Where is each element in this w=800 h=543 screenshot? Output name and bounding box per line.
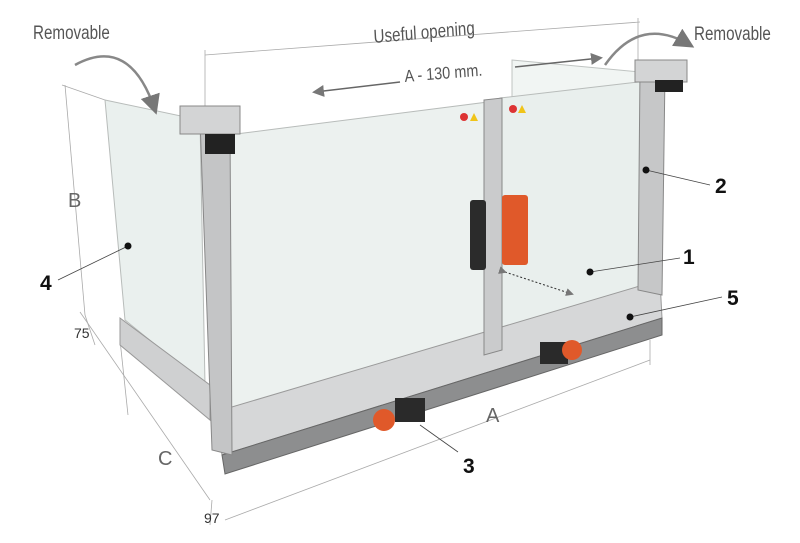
dimension-b: B [68,190,82,212]
interlock-icon [502,195,528,265]
left-post-clamp [205,134,235,154]
dimension-75: 75 [74,325,90,341]
callout-4: 4 [40,272,52,295]
dimension-97: 97 [204,510,220,526]
removable-arrow-right [603,28,695,66]
removable-right-label: Removable [694,24,771,45]
callout-dot [124,242,132,250]
caster-wheel-icon [540,340,582,364]
left-bottom-rail [119,317,211,422]
dimension-c: C [158,448,173,470]
handle-icon [470,200,486,270]
opening-arrow-left [312,81,401,97]
callout-1: 1 [683,246,695,269]
right-post-clamp [655,80,683,92]
opening-arrow-right [514,52,603,68]
center-post [483,97,503,356]
removable-arrow-left [74,55,160,115]
dimension-a: A [486,405,500,427]
caster-wheel-icon [373,398,425,431]
callout-lines [57,169,723,453]
callout-3: 3 [463,455,475,478]
left-post-cap [179,105,241,135]
callout-2: 2 [715,175,727,198]
callout-dot [586,268,594,276]
dimension-lines [61,18,651,526]
warning-sticker-icon [509,105,526,113]
right-post-cap [634,59,688,83]
warning-sticker-icon [460,113,478,121]
removable-left-label: Removable [33,23,110,44]
callout-dot [626,313,634,321]
callout-dot [642,166,650,174]
callout-5: 5 [727,287,739,310]
